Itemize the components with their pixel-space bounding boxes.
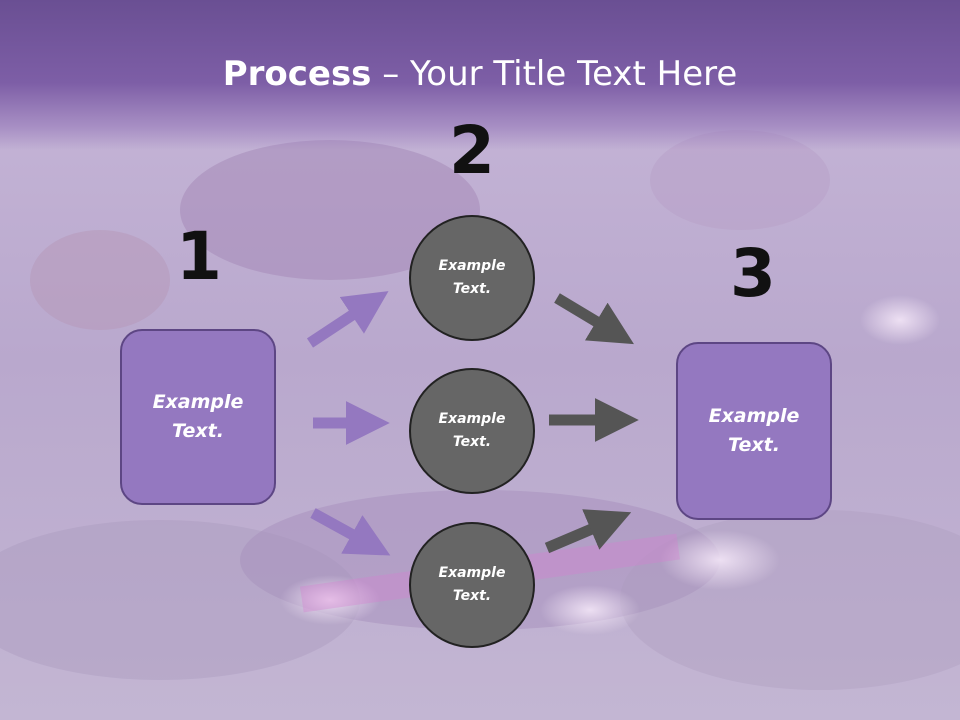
arrow-to-top [306,291,389,348]
step-number-3: 3 [730,235,776,312]
step-number-2: 2 [449,112,495,189]
step-number-1: 1 [176,218,222,295]
arrow-from-bottom [544,509,632,554]
step-2-circle-top: Example Text. [409,215,535,341]
circle-top-label: Example Text. [438,258,506,297]
step-1-label: Example Text. [152,391,244,442]
arrow-to-bottom [310,508,391,556]
arrow-from-top [554,293,634,345]
step-3-box: Example Text. [676,342,832,520]
slide-title: Process – Your Title Text Here [0,52,960,96]
circle-bottom-label: Example Text. [438,565,506,604]
title-bold: Process [222,54,372,94]
step-3-label: Example Text. [708,405,800,456]
step-1-box: Example Text. [120,329,276,505]
step-2-circle-bottom: Example Text. [409,522,535,648]
title-rest: – Your Title Text Here [371,54,738,94]
title-band [0,0,960,150]
step-2-circle-middle: Example Text. [409,368,535,494]
circle-middle-label: Example Text. [438,411,506,450]
